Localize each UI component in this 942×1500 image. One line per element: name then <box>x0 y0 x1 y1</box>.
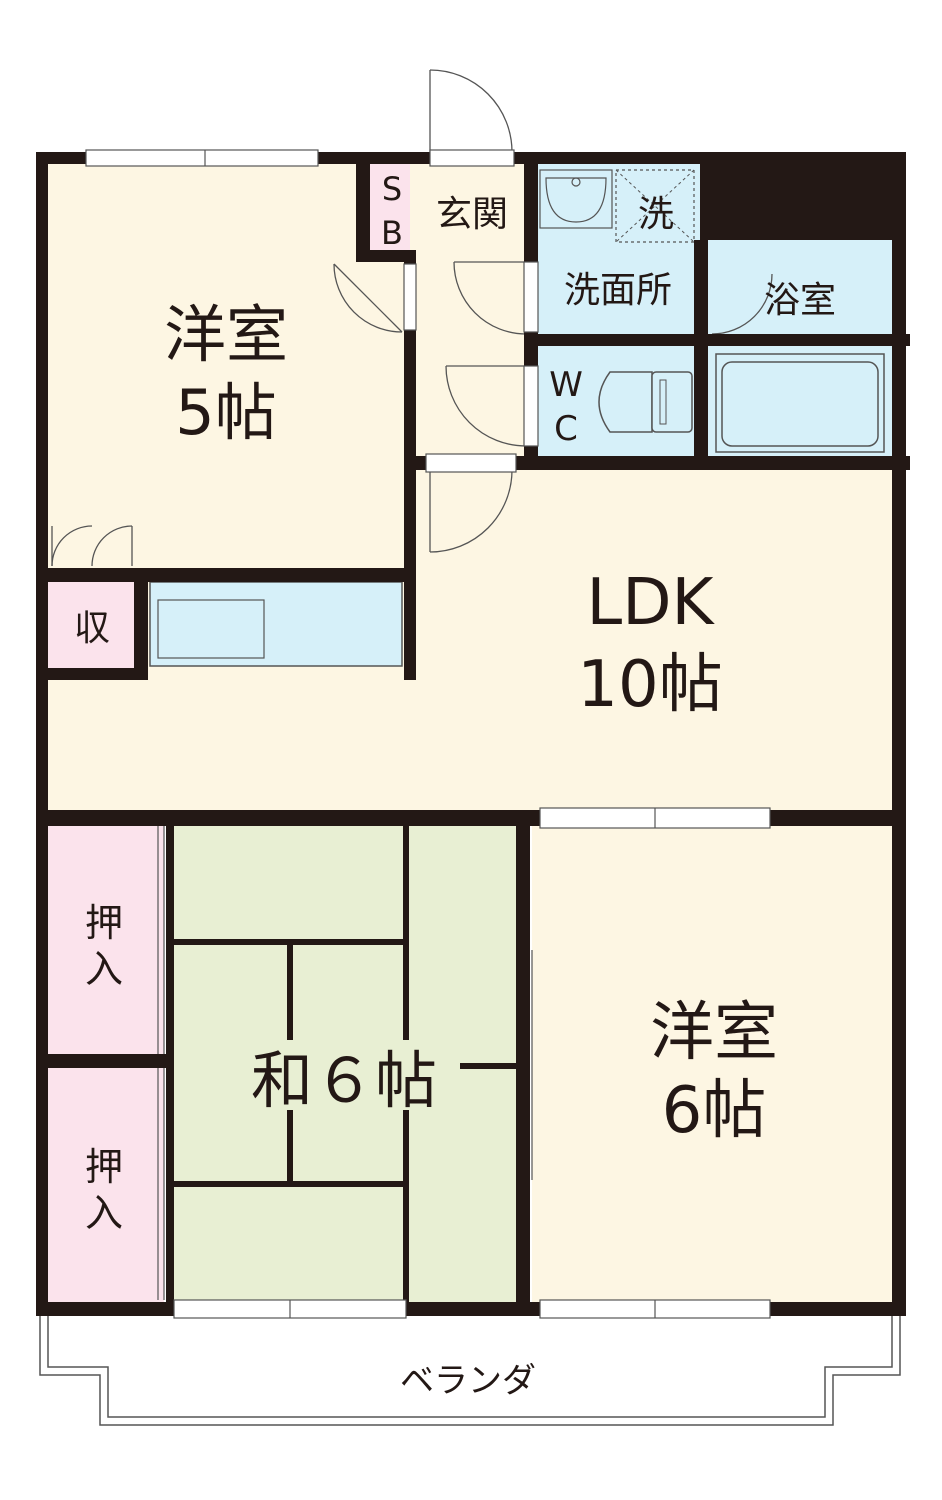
closet-upper-label-1: 押 <box>85 901 123 945</box>
western-room-5-size: 5帖 <box>175 376 276 449</box>
storage-floor <box>46 570 146 670</box>
ldk-name: LDK <box>587 566 716 640</box>
japanese-room-label: 和６帖 <box>251 1044 437 1117</box>
storage-label: 収 <box>74 608 110 649</box>
closet-lower-label-2: 入 <box>85 1191 123 1235</box>
western-room-6-floor <box>532 822 892 1306</box>
washroom-label: 洗面所 <box>564 270 672 311</box>
entrance-label: 玄関 <box>436 194 508 235</box>
sb-label-b: B <box>381 214 403 252</box>
toilet <box>598 371 693 433</box>
ldk-size: 10帖 <box>577 648 722 722</box>
door-swings <box>51 69 773 567</box>
closet-lower-label-1: 押 <box>85 1145 123 1189</box>
closet-upper-floor <box>46 822 164 1056</box>
veranda-label: ベランダ <box>400 1361 536 1401</box>
washing-machine-space <box>615 169 695 243</box>
kitchen-counter <box>149 581 403 667</box>
western-room-6-name: 洋室 <box>650 996 778 1070</box>
japanese-room-label-bg <box>230 1040 460 1110</box>
wc-label-w: W <box>549 365 583 405</box>
western-room-5-name: 洋室 <box>164 298 288 371</box>
closet-lower-floor <box>46 1066 164 1306</box>
western-room-6-size: 6帖 <box>662 1074 767 1148</box>
windows <box>85 149 771 1319</box>
wc-label-c: C <box>554 409 578 449</box>
bathtub <box>715 353 885 453</box>
veranda <box>39 1315 901 1426</box>
washbasin <box>539 169 613 229</box>
washer-label: 洗 <box>638 194 674 235</box>
entrance-floor <box>410 162 530 462</box>
bathroom-label: 浴室 <box>764 280 836 321</box>
sb-label-s: S <box>382 170 402 208</box>
closet-upper-label-2: 入 <box>85 947 123 991</box>
